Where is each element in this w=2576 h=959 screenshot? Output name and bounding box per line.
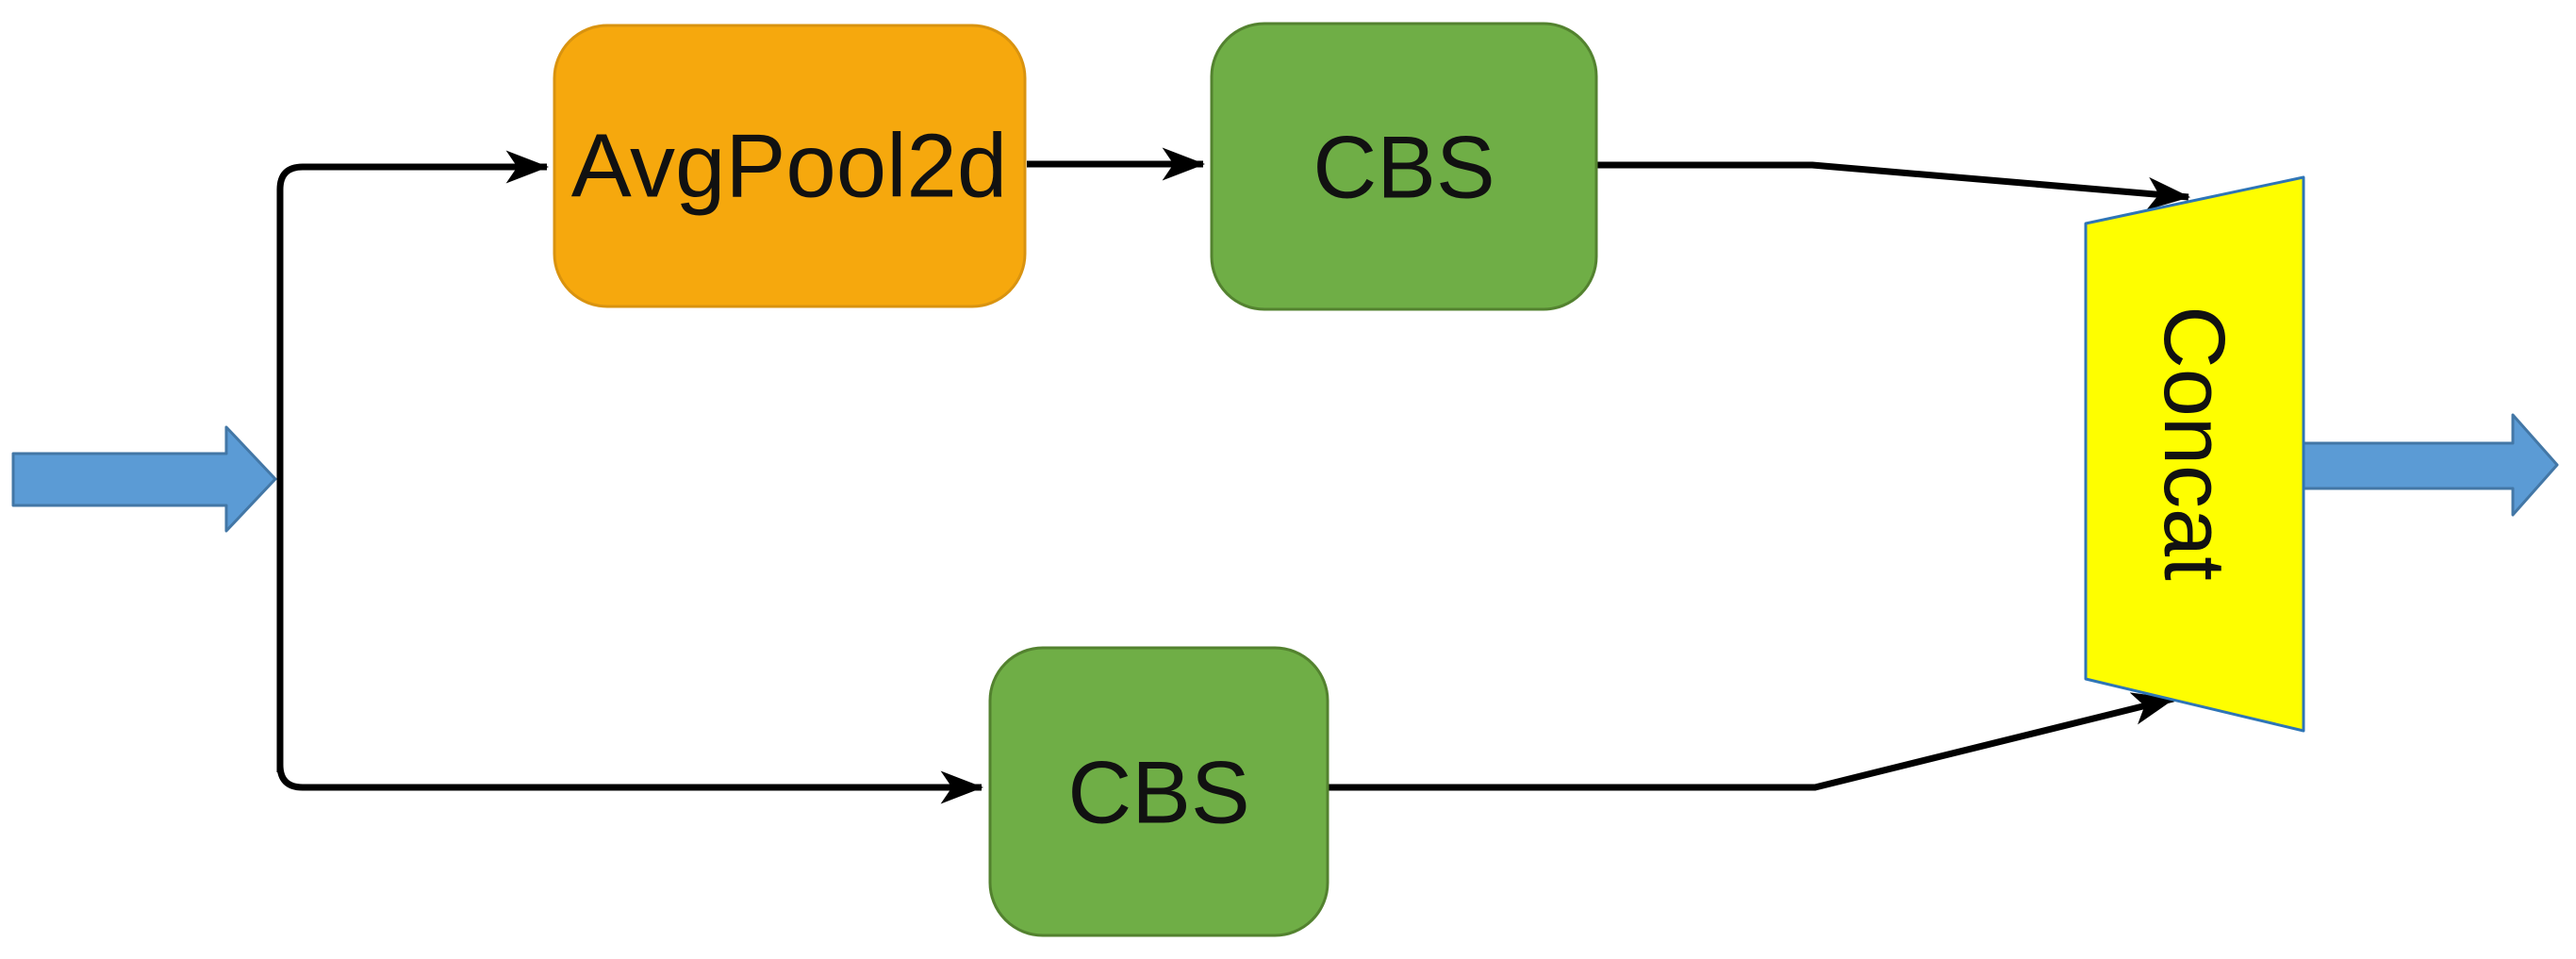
concat-node [2084,175,2305,733]
cbs-top-node [1210,22,1598,311]
output-arrow [2302,413,2559,517]
cbs-top-node-label: CBS [1313,118,1494,217]
avgpool-node [553,24,1027,308]
connector-input-to-cbs-bottom [276,471,984,804]
concat-node-label: Concat [2146,306,2242,581]
avgpool-node-label: AvgPool2d [571,116,1008,217]
connector-cbs-bottom-to-concat [1328,692,2176,791]
input-arrow [11,425,277,533]
cbs-bottom-node-label: CBS [1067,743,1249,842]
connector-cbs-top-to-concat [1596,161,2191,210]
cbs-bottom-node [988,646,1329,937]
connector-input-to-avgpool [276,150,550,772]
